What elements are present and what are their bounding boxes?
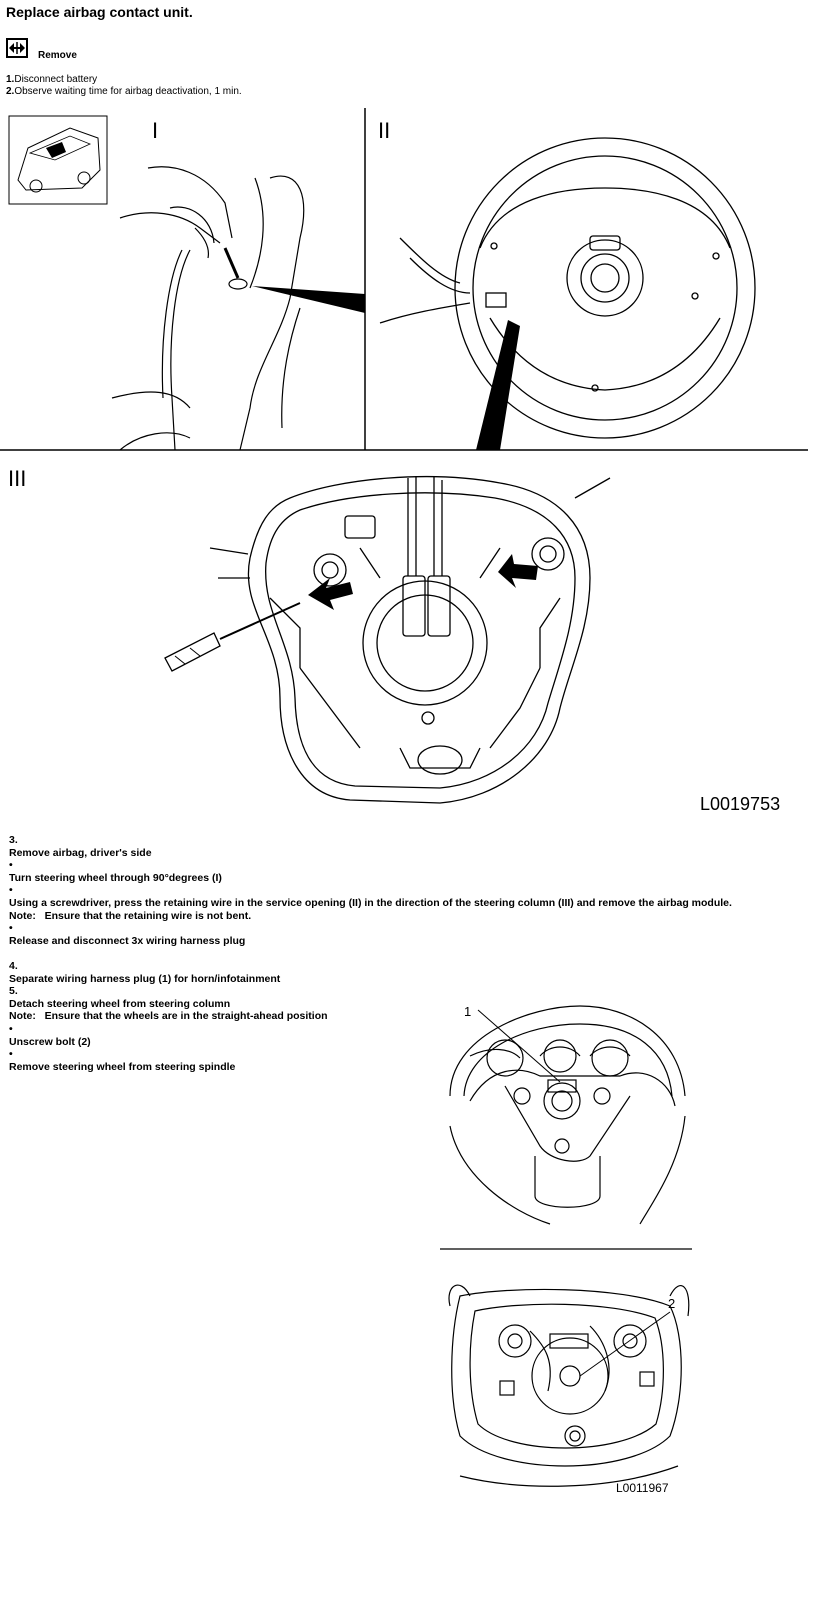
arrow-icon — [498, 554, 538, 588]
instruction-line: • — [9, 859, 13, 872]
double-arrow-icon — [6, 38, 28, 58]
instruction-line: • — [9, 922, 13, 935]
instruction-line: • — [9, 1048, 13, 1061]
instruction-line: • — [9, 1022, 13, 1035]
instruction-line: Note: Ensure that the retaining wire is … — [9, 909, 252, 922]
upper-wheel-view — [449, 1005, 686, 1225]
instruction-line: 3. — [9, 834, 18, 846]
instruction-line: Remove steering wheel from steering spin… — [9, 1060, 236, 1073]
instruction-line — [9, 947, 769, 960]
instruction-line: Using a screwdriver, press the retaining… — [9, 896, 732, 909]
lower-wheel-view — [448, 1284, 690, 1487]
figure-code: L0019753 — [700, 794, 780, 814]
prep-steps: 1.Disconnect battery 2.Observe waiting t… — [6, 74, 242, 98]
instruction-line: Release and disconnect 3x wiring harness… — [9, 934, 246, 947]
figure-steering-wheel-removal: 1 2 L0011967 — [440, 1004, 692, 1495]
instruction-line: Detach steering wheel from steering colu… — [9, 997, 231, 1010]
callout-2: 2 — [668, 1296, 675, 1311]
panel-label-i: I — [152, 118, 158, 143]
prep-step: 1.Disconnect battery — [6, 74, 98, 85]
instruction-line: Separate wiring harness plug (1) for hor… — [9, 972, 281, 985]
figure-code: L0011967 — [616, 1481, 669, 1495]
arrow-icon — [308, 578, 353, 610]
page-title: Replace airbag contact unit. — [6, 4, 193, 20]
instruction-line: Unscrew bolt (2) — [9, 1035, 91, 1048]
panel-i-illustration — [111, 166, 305, 451]
screwdriver-icon — [164, 602, 301, 672]
instructions: 3. Remove airbag, driver's side • Turn s… — [9, 834, 769, 1073]
remove-label: Remove — [38, 50, 77, 61]
car-thumbnail — [8, 115, 108, 205]
instruction-line: Note: Ensure that the wheels are in the … — [9, 1010, 328, 1023]
prep-step: 2.Observe waiting time for airbag deacti… — [6, 86, 242, 97]
panel-label-iii: III — [8, 466, 26, 491]
callout-1: 1 — [464, 1004, 471, 1019]
panel-iii-airbag-module — [209, 476, 611, 804]
panel-label-ii: II — [378, 118, 390, 143]
instruction-line: 4. — [9, 959, 18, 972]
instruction-line: • — [9, 884, 13, 897]
instruction-line: Remove airbag, driver's side — [9, 846, 152, 859]
panel-ii-wheel — [379, 137, 756, 439]
instruction-line: Turn steering wheel through 90°degrees (… — [9, 871, 222, 884]
instruction-line: 5. — [9, 985, 18, 998]
figure-airbag-removal: I II III — [0, 108, 808, 814]
